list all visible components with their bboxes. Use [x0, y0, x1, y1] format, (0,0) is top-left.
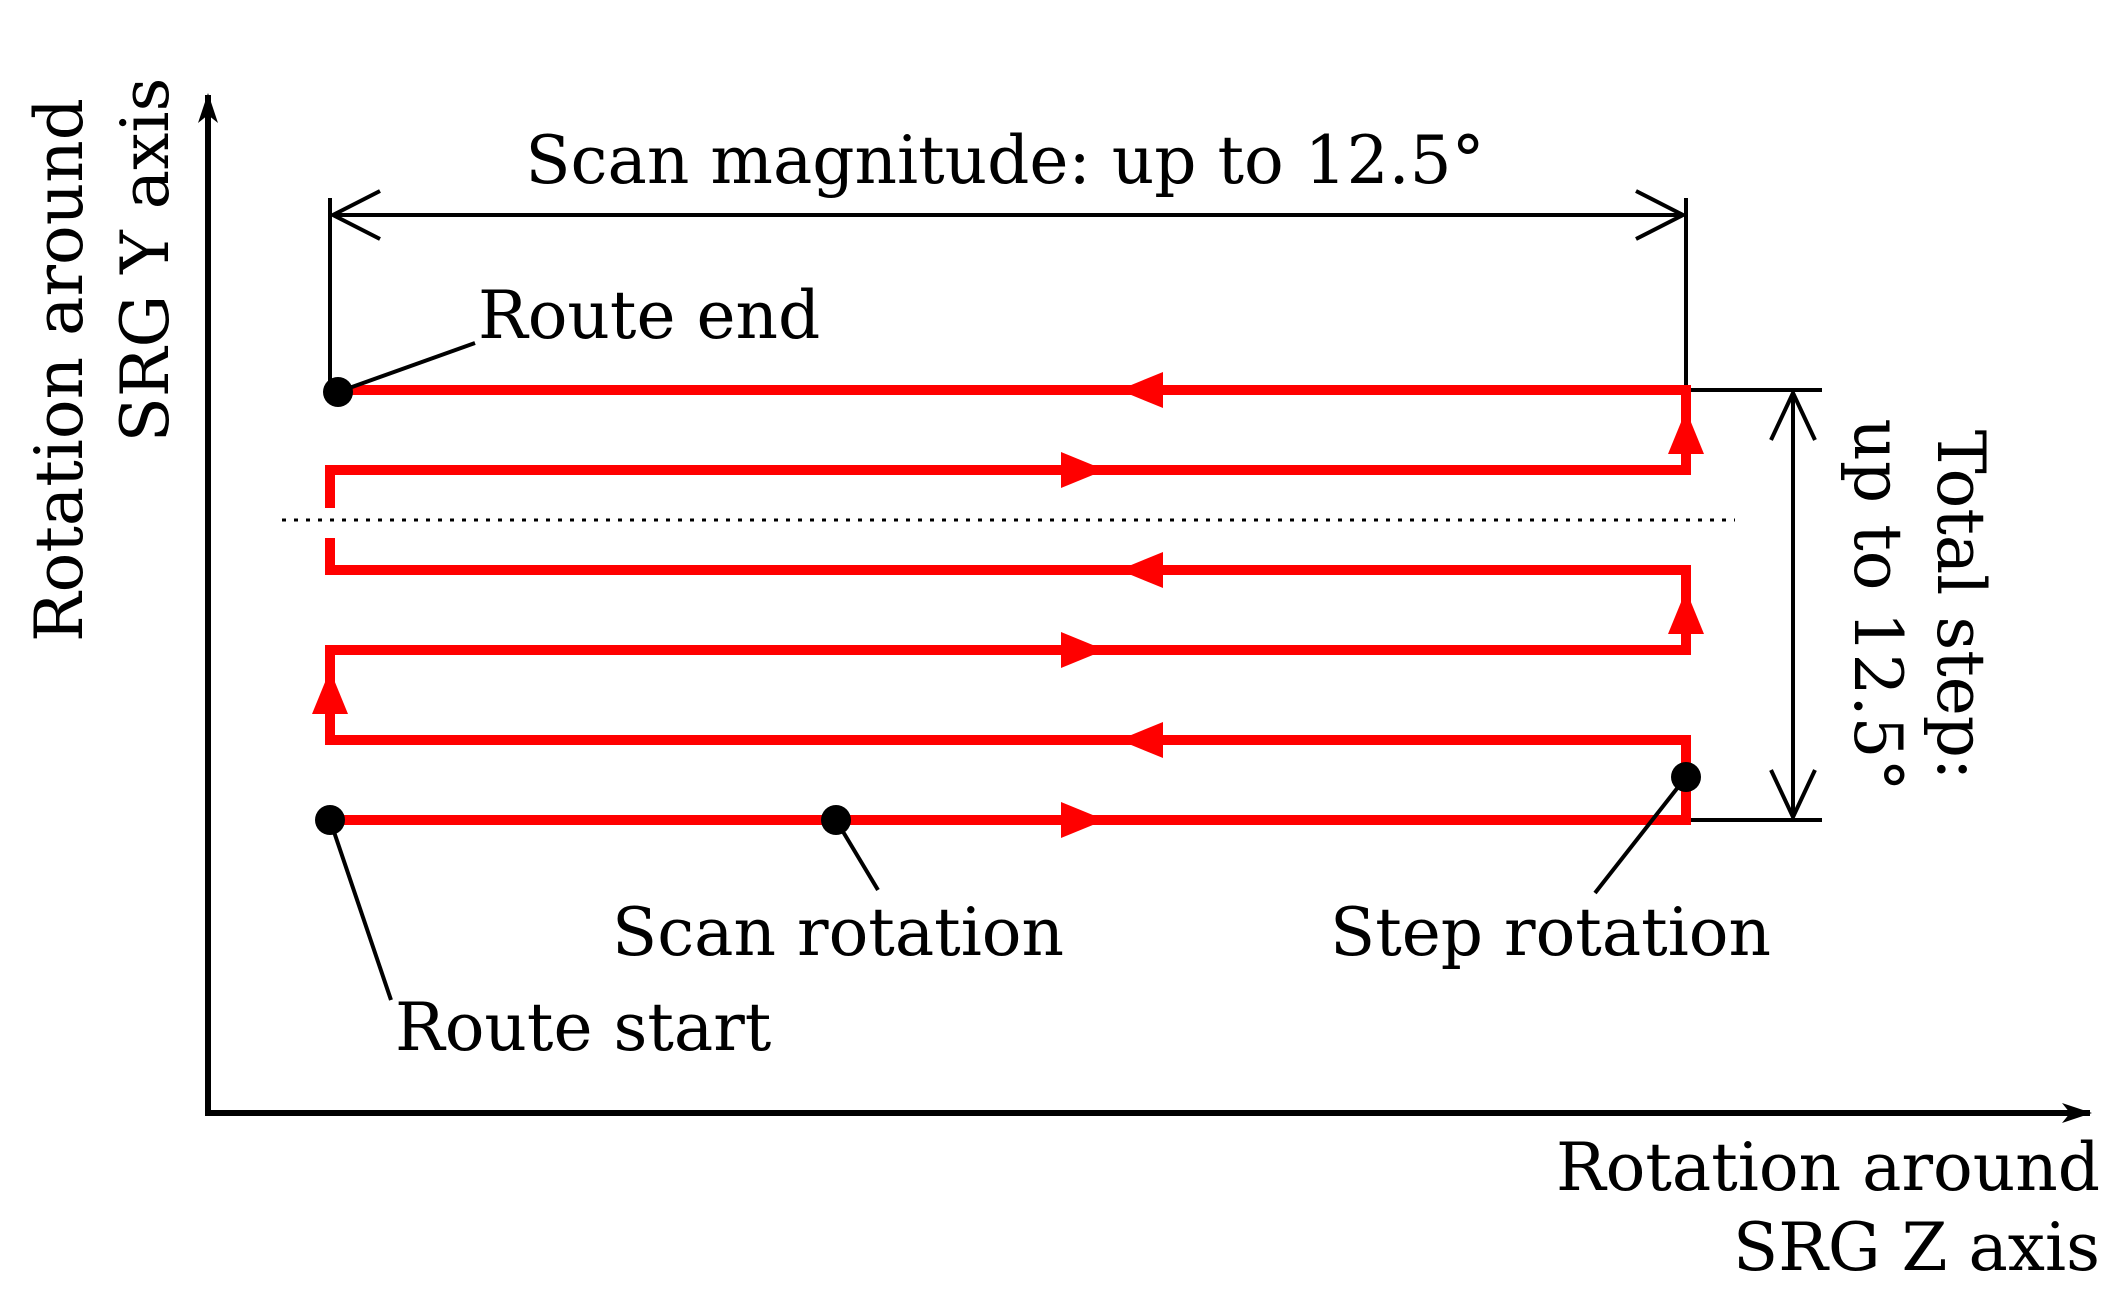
- route-start-label: Route start: [395, 989, 771, 1066]
- total-step-label-line1: Total step:: [1922, 430, 1999, 781]
- scan-magnitude-right-arrowhead: [1635, 189, 1688, 241]
- route-end-leader: [337, 341, 476, 394]
- step-rotation-leader: [1593, 775, 1688, 895]
- arrow-left-row2: [1119, 722, 1163, 758]
- y-axis-label-line2: SRG Y axis: [107, 78, 184, 443]
- route-end-label: Route end: [478, 277, 820, 354]
- arrow-up-right-step-1: [1668, 590, 1704, 634]
- arrow-left-row6: [1119, 372, 1163, 408]
- scan-route: [325, 385, 1691, 825]
- left-step-gap: [320, 508, 340, 538]
- total-step-label-line2: up to 12.5°: [1839, 419, 1916, 792]
- arrow-right-row5: [1061, 452, 1105, 488]
- arrow-up-left-step: [312, 670, 348, 714]
- arrow-up-right-step-2: [1668, 410, 1704, 454]
- x-axis-label-line1: Rotation around: [1556, 1129, 2100, 1206]
- scan-magnitude-label: Scan magnitude: up to 12.5°: [525, 122, 1484, 199]
- y-axis-label-line1: Rotation around: [21, 98, 98, 642]
- scan-rotation-leader: [834, 818, 880, 892]
- step-rotation-label: Step rotation: [1330, 894, 1771, 971]
- route-start-leader: [328, 819, 393, 1001]
- total-step-bottom-arrowhead: [1769, 769, 1817, 822]
- arrow-right-row3: [1061, 632, 1105, 668]
- scan-rotation-label: Scan rotation: [612, 894, 1064, 971]
- arrow-right-row1: [1061, 802, 1105, 838]
- total-step-top-arrowhead: [1769, 388, 1817, 441]
- scan-magnitude-left-arrowhead: [328, 189, 381, 241]
- route-direction-arrows: [312, 372, 1704, 838]
- arrow-left-row4: [1119, 552, 1163, 588]
- x-axis-label-line2: SRG Z axis: [1733, 1209, 2100, 1286]
